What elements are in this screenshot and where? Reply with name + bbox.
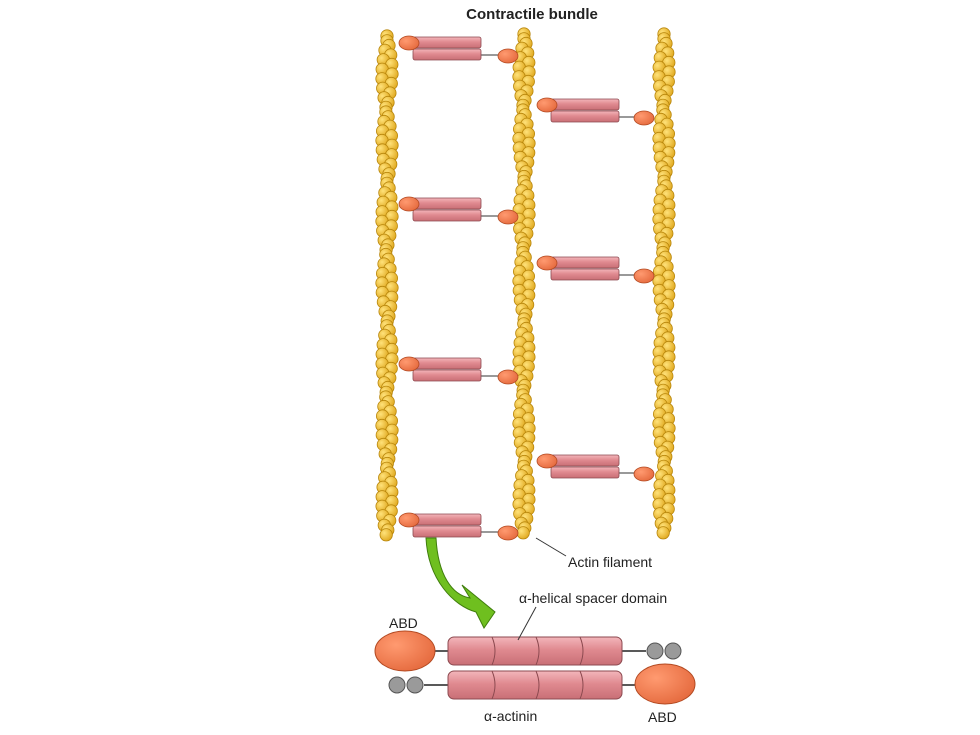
actin-monomer: [379, 528, 393, 542]
abd-bottom: [634, 663, 696, 705]
spacer-cylinder: [412, 36, 482, 49]
abd: [633, 110, 655, 126]
abd: [497, 525, 519, 541]
abd-top: [374, 630, 436, 672]
spacer-cylinder: [412, 369, 482, 382]
abd: [536, 255, 558, 271]
abd: [398, 356, 420, 372]
zoom-arrow: [425, 537, 496, 629]
spacer-cylinder: [412, 48, 482, 61]
spacer-cylinder: [412, 357, 482, 370]
alpha-actinin-crosslink: [398, 512, 519, 541]
alpha-actinin-detail: [374, 630, 696, 705]
abd-label-bottom: ABD: [648, 709, 677, 725]
alpha-actinin-crosslink: [536, 453, 655, 482]
alpha-actinin-label: α-actinin: [484, 708, 537, 724]
spacer-cylinder: [412, 525, 482, 538]
actin-filament-left: [375, 29, 399, 542]
alpha-actinin-crosslink: [398, 196, 519, 225]
abd: [536, 453, 558, 469]
actin-filament-label: Actin filament: [568, 554, 652, 570]
diagram-title: Contractile bundle: [466, 6, 598, 23]
abd: [497, 209, 519, 225]
abd: [633, 268, 655, 284]
actin-monomer: [656, 526, 670, 540]
abd: [633, 466, 655, 482]
spacer-cylinder: [550, 98, 620, 111]
abd: [536, 97, 558, 113]
abd: [497, 48, 519, 64]
spacer-domain-bottom: [447, 670, 623, 700]
spacer-cylinder: [550, 466, 620, 479]
alpha-actinin-crosslinks: [398, 35, 655, 541]
alpha-actinin-crosslink: [398, 35, 519, 64]
spacer-cylinder: [550, 110, 620, 123]
abd: [497, 369, 519, 385]
gray-domain: [664, 642, 682, 660]
actin-filament-middle: [512, 27, 536, 540]
abd-label-top: ABD: [389, 615, 418, 631]
spacer-domain-top: [447, 636, 623, 666]
abd: [398, 512, 420, 528]
abd: [398, 196, 420, 212]
actin-filament-right: [652, 27, 676, 540]
alpha-actinin-crosslink: [536, 97, 655, 126]
spacer-leader: [517, 606, 537, 641]
alpha-actinin-crosslink: [536, 255, 655, 284]
spacer-cylinder: [550, 454, 620, 467]
spacer-cylinder: [412, 209, 482, 222]
gray-domain: [406, 676, 424, 694]
actin-monomer: [516, 526, 530, 540]
spacer-cylinder: [550, 268, 620, 281]
gray-domain: [388, 676, 406, 694]
abd: [398, 35, 420, 51]
spacer-domain-label: α-helical spacer domain: [519, 590, 667, 606]
alpha-actinin-crosslink: [398, 356, 519, 385]
spacer-cylinder: [412, 513, 482, 526]
actin-filament-leader: [535, 537, 567, 557]
spacer-cylinder: [550, 256, 620, 269]
gray-domain: [646, 642, 664, 660]
spacer-cylinder: [412, 197, 482, 210]
